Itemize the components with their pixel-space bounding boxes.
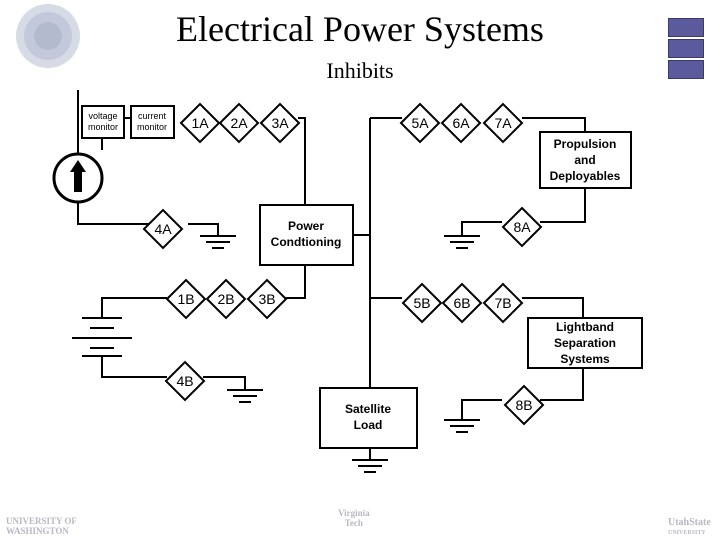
power-conditioning-label: Condtioning	[271, 235, 342, 249]
current-monitor-label: current	[138, 111, 167, 121]
inhibit-label-6a: 6A	[452, 115, 470, 131]
inhibit-diamond	[399, 102, 441, 144]
ground-symbol	[200, 235, 236, 249]
usu-logo: UtahState UNIVERSITY	[668, 517, 711, 537]
inhibit-label-3b: 3B	[258, 291, 275, 307]
inhibit-diamond	[165, 278, 207, 320]
lightband-label: Systems	[560, 352, 610, 366]
ground-symbol	[444, 419, 480, 433]
inhibit-label-5a: 5A	[411, 115, 429, 131]
page-title: Electrical Power Systems	[176, 9, 544, 49]
ground-symbol	[227, 389, 263, 403]
battery-symbol	[72, 317, 132, 357]
inhibit-label-8b: 8B	[515, 397, 532, 413]
seal-logo-icon	[16, 4, 80, 68]
inhibit-diamond	[218, 102, 260, 144]
slide-nav-squares	[668, 18, 704, 81]
lightband-label: Lightband	[556, 320, 614, 334]
ground-symbol	[352, 459, 388, 473]
inhibit-label-7a: 7A	[494, 115, 512, 131]
page-subtitle: Inhibits	[326, 58, 394, 83]
ground-symbol	[444, 235, 480, 249]
inhibit-label-1a: 1A	[191, 115, 209, 131]
nav-square	[668, 39, 704, 58]
satellite-load-label: Load	[354, 418, 383, 432]
gauge-arrow-icon	[52, 152, 104, 204]
inhibit-diamond	[205, 278, 247, 320]
inhibit-diamond	[246, 278, 288, 320]
propulsion-label: Deployables	[550, 169, 621, 183]
inhibit-label-6b: 6B	[453, 295, 470, 311]
power-conditioning-label: Power	[288, 219, 324, 233]
voltage-monitor-label: monitor	[88, 122, 118, 132]
inhibit-diamond	[482, 102, 524, 144]
inhibit-diamond	[441, 282, 483, 324]
inhibit-label-4a: 4A	[154, 221, 172, 237]
inhibit-diamond	[482, 282, 524, 324]
component-boxes	[81, 105, 643, 449]
nav-square	[668, 18, 704, 37]
propulsion-label: and	[574, 153, 595, 167]
inhibit-label-1b: 1B	[177, 291, 194, 307]
uw-logo: UNIVERSITY OF WASHINGTON	[6, 516, 77, 536]
inhibit-diamond	[259, 102, 301, 144]
inhibit-label-5b: 5B	[413, 295, 430, 311]
inhibit-label-8a: 8A	[513, 219, 531, 235]
inhibit-labels: 1A 2A 3A 4A 5A 6A 7A 8A 1B 2B 3B 4B 5B 6…	[154, 115, 532, 413]
inhibit-diamond	[142, 208, 184, 250]
ground-symbols	[200, 235, 480, 473]
nav-square	[668, 60, 704, 79]
inhibit-diamond	[164, 360, 206, 402]
inhibit-label-4b: 4B	[176, 373, 193, 389]
inhibit-label-2b: 2B	[217, 291, 234, 307]
inhibit-label-2a: 2A	[230, 115, 248, 131]
lightband-label: Separation	[554, 336, 616, 350]
vt-logo: Virginia Tech	[338, 508, 370, 528]
current-monitor-label: monitor	[137, 122, 167, 132]
inhibit-diamond	[440, 102, 482, 144]
propulsion-label: Propulsion	[554, 137, 617, 151]
inhibit-label-7b: 7B	[494, 295, 511, 311]
voltage-monitor-label: voltage	[88, 111, 117, 121]
inhibit-diamond	[501, 206, 543, 248]
box-labels: voltage monitor current monitor Power Co…	[88, 111, 621, 432]
inhibit-label-3a: 3A	[271, 115, 289, 131]
satellite-load-label: Satellite	[345, 402, 391, 416]
wires	[77, 90, 586, 460]
inhibit-diamond	[401, 282, 443, 324]
inhibit-diamonds	[142, 102, 545, 426]
inhibit-diamond	[503, 384, 545, 426]
